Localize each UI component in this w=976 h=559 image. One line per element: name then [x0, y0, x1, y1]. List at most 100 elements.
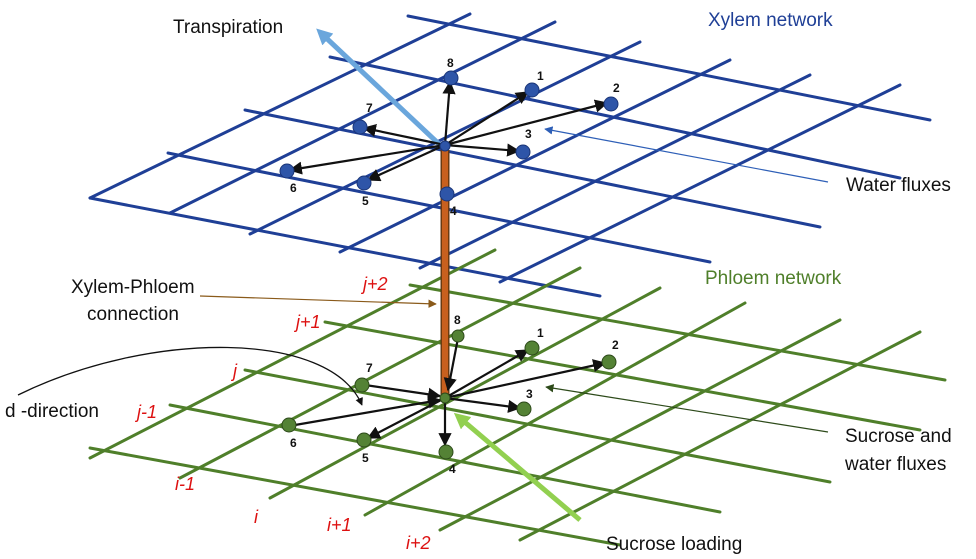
xylem-node-1: [524, 82, 540, 98]
phloem-node-label-3: 3: [526, 387, 533, 401]
phloem-node-2: [601, 354, 617, 370]
phloem-network-title: Phloem network: [705, 268, 842, 289]
xylem-node-4: [439, 186, 455, 202]
xylem-network-grid: [88, 12, 932, 298]
xylem-row-line: [88, 196, 602, 298]
phloem-col-line: [438, 318, 842, 532]
xylem-flux-arrow-6: [288, 143, 446, 175]
row-index-j: j: [230, 361, 238, 381]
connection-label-line1: Xylem-Phloem: [71, 277, 195, 298]
phloem-row-line: [323, 320, 922, 432]
xylem-node-8: [443, 70, 459, 86]
phloem-col-line: [88, 248, 497, 460]
d-direction-pointer: [17, 346, 363, 406]
phloem-node-center: [439, 392, 451, 404]
xylem-flux-arrow-8: [442, 80, 456, 146]
phloem-flux-arrow-1: [444, 349, 530, 399]
phloem-row-line: [88, 446, 622, 547]
column-index-i: i: [254, 507, 259, 527]
phloem-node-label-8: 8: [454, 313, 461, 327]
xylem-node-6: [279, 163, 295, 179]
phloem-flux-arrow-5: [366, 397, 446, 439]
phloem-flux-arrow-3: [444, 396, 522, 413]
xylem-node-label-1: 1: [537, 69, 544, 83]
phloem-node-8: [451, 329, 465, 343]
xylem-flux-arrow-3: [444, 143, 521, 157]
phloem-node-label-7: 7: [366, 361, 373, 375]
xylem-flux-arrow-7: [362, 123, 446, 147]
phloem-node-7: [354, 377, 370, 393]
phloem-node-6: [281, 417, 297, 433]
xylem-row-line: [328, 55, 902, 180]
phloem-node-label-1: 1: [537, 326, 544, 340]
phloem-node-label-4: 4: [449, 462, 456, 476]
phloem-node-1: [524, 340, 540, 356]
xylem-col-line: [88, 12, 472, 200]
phloem-row-line: [243, 368, 832, 484]
phloem-node-label-2: 2: [612, 338, 619, 352]
xylem-node-3: [515, 144, 531, 160]
phloem-network-grid: [88, 248, 947, 547]
xylem-node-label-2: 2: [613, 81, 620, 95]
xylem-col-line: [498, 83, 902, 284]
xylem-node-label-6: 6: [290, 181, 297, 195]
xylem-nodes: [279, 70, 619, 202]
phloem-flux-arrows: [294, 337, 607, 447]
sucrose-water-fluxes-line2: water fluxes: [844, 454, 946, 475]
phloem-col-line: [518, 330, 922, 542]
xylem-node-label-5: 5: [362, 194, 369, 208]
xylem-col-line: [418, 73, 812, 270]
phloem-flux-arrow-8: [443, 337, 460, 392]
xylem-col-line: [168, 20, 557, 215]
phloem-flux-arrow-2: [444, 359, 607, 400]
phloem-node-labels: 8 1 2 3 7 6 5 4: [290, 313, 619, 476]
connection-label-line2: connection: [87, 304, 179, 325]
phloem-row-line: [408, 283, 947, 382]
transpiration-label: Transpiration: [173, 17, 283, 38]
water-fluxes-pointer: [544, 126, 829, 183]
xylem-row-line: [243, 108, 822, 229]
xylem-node-5: [356, 175, 372, 191]
xylem-col-line: [338, 58, 732, 254]
phloem-node-3: [516, 401, 532, 417]
xylem-node-7: [352, 119, 368, 135]
row-index-j-plus-1: j+1: [293, 312, 321, 332]
row-index-j-plus-2: j+2: [360, 274, 388, 294]
phloem-flux-arrow-6: [294, 395, 442, 427]
phloem-node-4: [438, 444, 454, 460]
sucrose-water-fluxes-line1: Sucrose and: [845, 426, 952, 447]
sucrose-water-fluxes-pointer: [545, 384, 829, 433]
xylem-flux-arrow-2: [444, 99, 609, 147]
xylem-network-title: Xylem network: [708, 10, 833, 31]
xylem-row-line: [166, 151, 712, 264]
column-index-labels: i-1 i i+1 i+2: [175, 474, 431, 553]
xylem-flux-arrow-5: [366, 143, 446, 182]
column-index-i-minus-1: i-1: [175, 474, 195, 494]
phloem-col-line: [363, 301, 747, 517]
phloem-node-label-6: 6: [290, 436, 297, 450]
xylem-row-line: [406, 14, 932, 122]
sucrose-loading-label: Sucrose loading: [606, 534, 742, 555]
sucrose-loading-arrow: [453, 412, 582, 522]
phloem-node-label-5: 5: [362, 451, 369, 465]
xylem-flux-arrows: [288, 80, 609, 182]
row-index-j-minus-1: j-1: [134, 402, 157, 422]
xylem-flux-arrow-1: [444, 91, 530, 146]
water-fluxes-label: Water fluxes: [846, 175, 951, 196]
column-index-i-plus-1: i+1: [327, 515, 352, 535]
xylem-node-label-3: 3: [525, 127, 532, 141]
phloem-nodes: [281, 329, 617, 460]
xylem-node-2: [603, 96, 619, 112]
phloem-node-5: [356, 432, 372, 448]
xylem-node-label-7: 7: [366, 101, 373, 115]
row-index-labels: j+2 j+1 j j-1: [134, 274, 388, 422]
xylem-node-label-4: 4: [450, 204, 457, 218]
phloem-flux-arrow-7: [364, 383, 442, 401]
connection-pointer: [199, 295, 437, 308]
transpiration-arrow: [316, 28, 442, 147]
d-direction-label: d -direction: [5, 401, 99, 422]
xylem-node-center: [439, 140, 451, 152]
xylem-node-label-8: 8: [447, 56, 454, 70]
column-index-i-plus-2: i+2: [406, 533, 431, 553]
